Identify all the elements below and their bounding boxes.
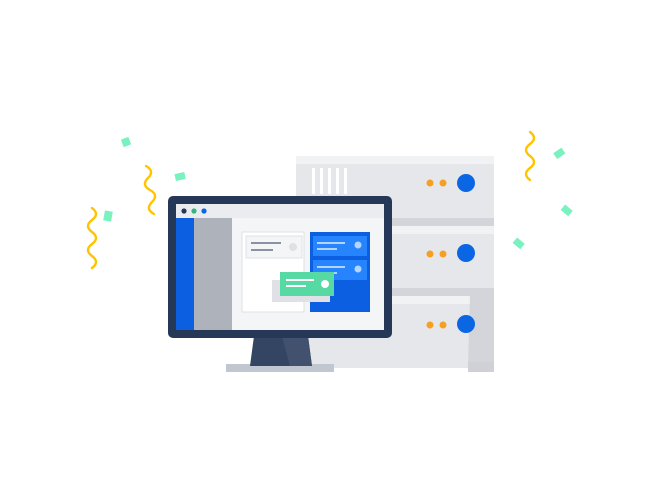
status-led-orange (439, 179, 447, 187)
confetti-pieces (103, 136, 573, 250)
status-led-orange (439, 321, 447, 329)
power-led-blue (457, 174, 475, 192)
window-close-dot (181, 208, 187, 214)
confetti-piece (512, 237, 525, 250)
app-sidebar-blue (176, 218, 194, 330)
window-maximize-dot (201, 208, 207, 214)
confetti-piece (553, 147, 566, 160)
window-minimize-dot (191, 208, 197, 214)
confetti-piece (103, 210, 113, 222)
status-led-orange (426, 179, 434, 187)
server-unit-1 (296, 156, 494, 226)
content-card-green (272, 272, 334, 302)
confetti-piece (120, 136, 132, 148)
status-led-orange (439, 250, 447, 258)
monitor-stand-base (226, 364, 334, 372)
status-led-orange (426, 250, 434, 258)
confetti-squiggle (143, 164, 157, 216)
power-led-blue (457, 315, 475, 333)
confetti-piece (174, 172, 186, 181)
confetti-piece (560, 204, 573, 217)
confetti-squiggle (524, 130, 536, 182)
confetti-icon (86, 130, 536, 270)
status-led-orange (426, 321, 434, 329)
power-led-blue (457, 244, 475, 262)
desktop-monitor-icon (168, 196, 392, 372)
window-title-bar (176, 204, 384, 218)
confetti-squiggle (86, 206, 98, 270)
app-sidebar-gray (194, 218, 232, 330)
